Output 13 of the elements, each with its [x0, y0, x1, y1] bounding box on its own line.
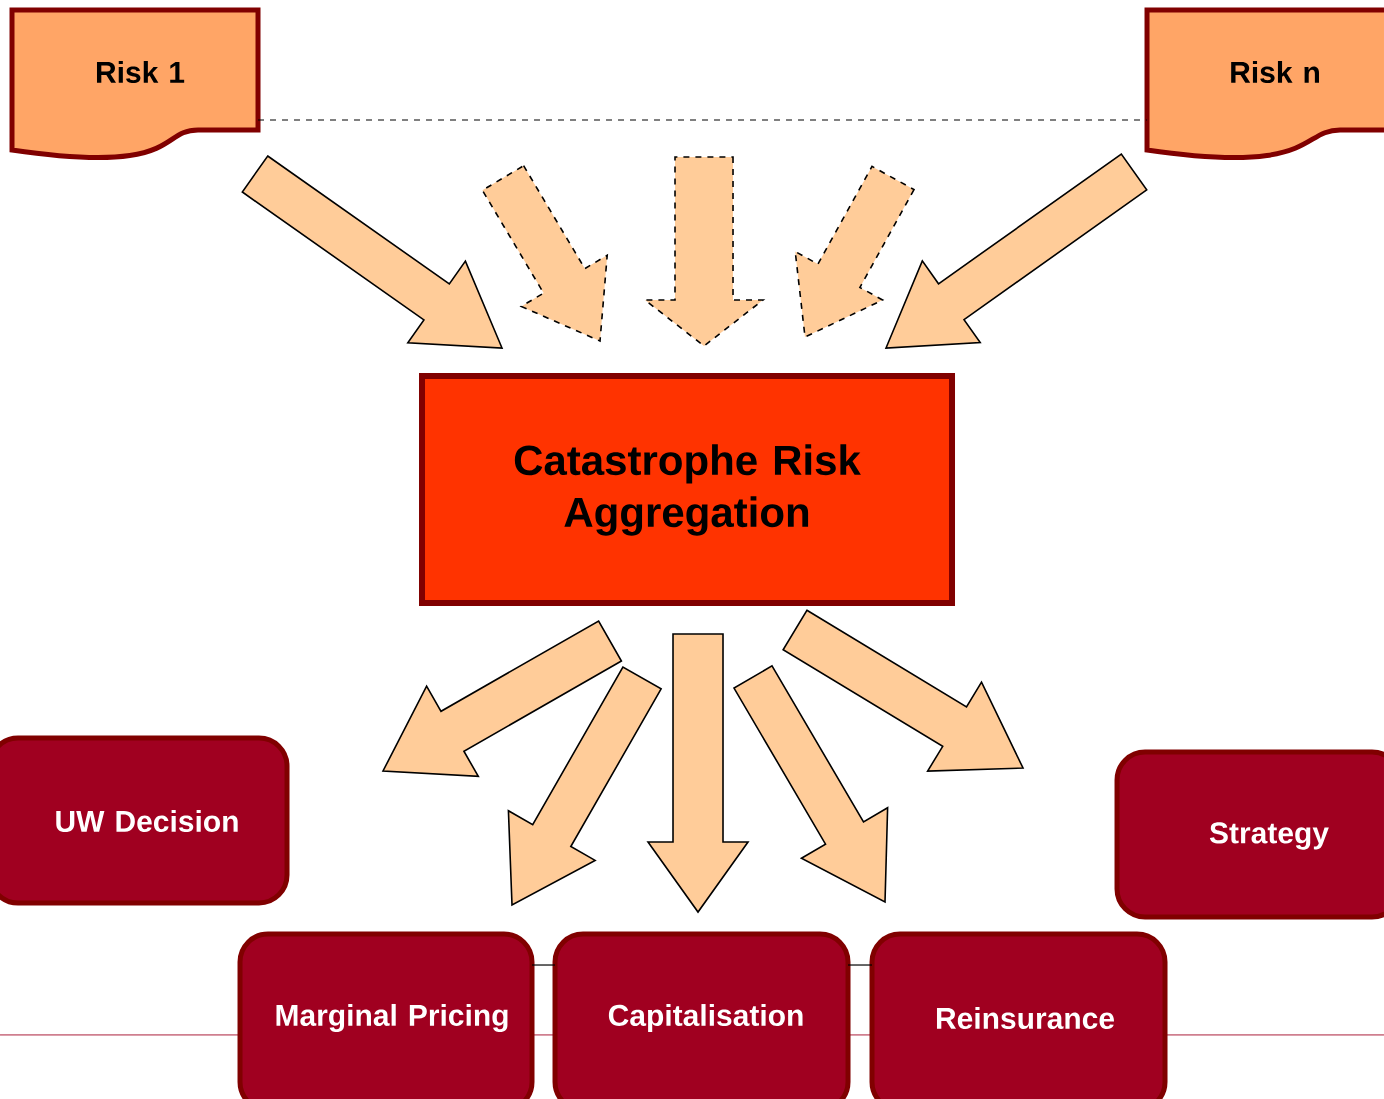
rounded-box: Reinsurance [869, 931, 1168, 1099]
block-arrow [782, 609, 1025, 772]
block-arrow [646, 633, 750, 914]
block-arrow [884, 153, 1148, 349]
dashed-line [257, 119, 1148, 121]
rounded-box: Marginal Pricing [237, 931, 535, 1099]
rounded-box: Strategy [1114, 749, 1384, 920]
connector-line [531, 964, 556, 966]
process-box: Catastrophe Risk Aggregation [419, 373, 955, 606]
rounded-box: UW Decision [0, 735, 290, 906]
rounded-box: Capitalisation [552, 931, 851, 1099]
block-arrow [481, 164, 609, 343]
connector-line [847, 964, 873, 966]
